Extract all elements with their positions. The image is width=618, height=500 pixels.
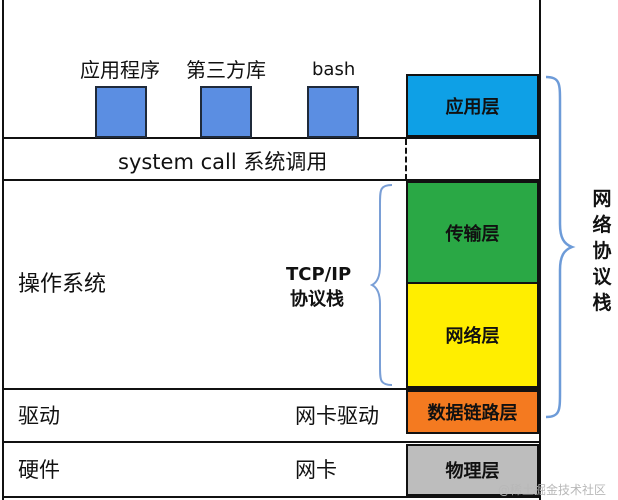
tcpip-label-line2: 协议栈 (290, 289, 344, 310)
divider-os-driver (2, 388, 541, 390)
syscall-dashed-divider (405, 139, 407, 180)
divider-driver-hardware (2, 441, 541, 443)
tcpip-brace (370, 184, 393, 386)
layer-application-label: 应用层 (445, 96, 500, 118)
stack-label-char-4: 议 (592, 266, 612, 288)
tcpip-label-line1: TCP/IP (286, 264, 352, 285)
layer-application: 应用层 (406, 74, 539, 137)
left-border (2, 0, 4, 500)
right-border (539, 0, 541, 500)
layer-transport: 传输层 (406, 181, 539, 284)
library-label-bash: bash (312, 59, 356, 80)
library-box-app (95, 86, 147, 138)
layer-datalink-label: 数据链路层 (427, 403, 518, 424)
syscall-label: system call 系统调用 (118, 150, 328, 174)
hardware-label: 硬件 (18, 458, 60, 482)
library-label-thirdparty: 第三方库 (186, 58, 266, 82)
layer-physical: 物理层 (406, 444, 539, 496)
layer-network: 网络层 (406, 282, 539, 388)
library-box-thirdparty (200, 86, 252, 138)
stack-label-char-5: 栈 (592, 292, 612, 314)
os-label: 操作系统 (18, 272, 107, 297)
bottom-border (2, 496, 541, 498)
library-label-app: 应用程序 (80, 58, 160, 82)
stack-label-char-2: 络 (592, 214, 612, 236)
stack-brace (545, 75, 576, 419)
layer-network-label: 网络层 (445, 326, 500, 347)
watermark: @稀土掘金技术社区 (498, 483, 607, 497)
stack-label-char-1: 网 (592, 188, 612, 210)
divider-app-syscall (2, 137, 541, 139)
nic-label: 网卡 (295, 458, 337, 482)
stack-label-char-3: 协 (592, 240, 612, 262)
layer-transport-label: 传输层 (445, 223, 500, 245)
layer-datalink: 数据链路层 (406, 390, 539, 434)
driver-label: 驱动 (18, 404, 60, 428)
layer-physical-label: 物理层 (445, 461, 500, 482)
library-box-bash (307, 86, 359, 138)
nic-driver-label: 网卡驱动 (295, 404, 379, 428)
divider-syscall-os (2, 179, 541, 181)
